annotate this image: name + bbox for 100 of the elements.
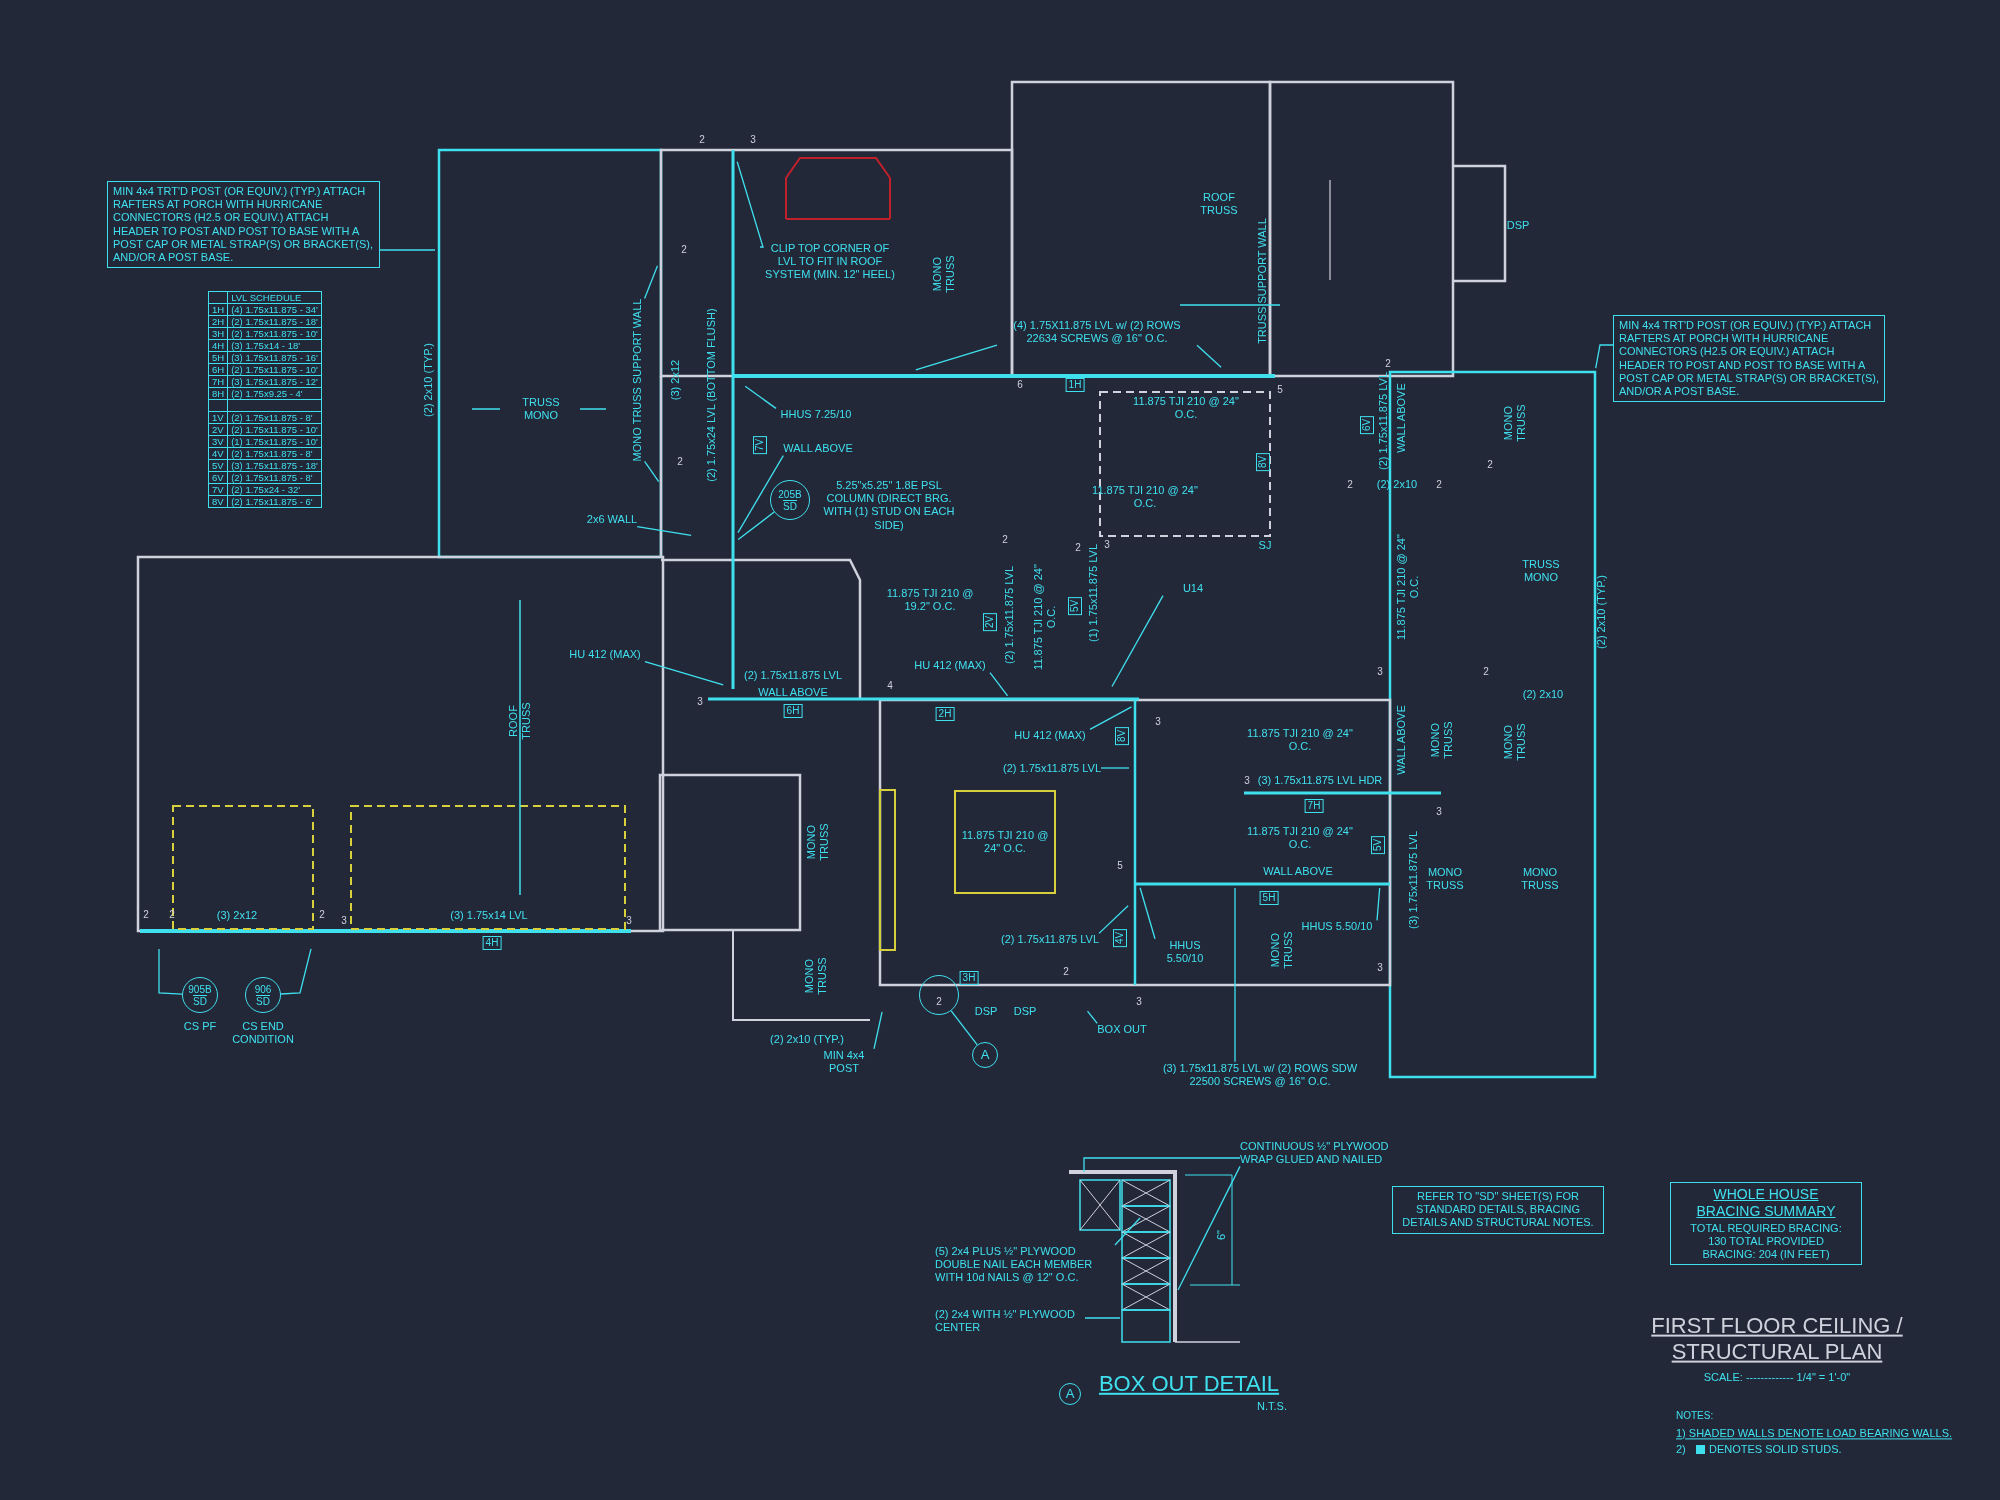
plan-label: (2) 1.75x24 LVL (BOTTOM FLUSH) bbox=[705, 308, 719, 482]
stud-count: 2 bbox=[1487, 459, 1493, 471]
plan-label: 11.875 TJI 210 @ 24" O.C. bbox=[1031, 563, 1058, 672]
callout-text: HU 412 (MAX) bbox=[910, 659, 990, 673]
stud-count: 2 bbox=[169, 909, 175, 921]
leader-line bbox=[737, 454, 784, 534]
table-cell: (2) 1.75x11.875 - 18' bbox=[227, 315, 322, 328]
leader-line bbox=[915, 344, 998, 371]
stud-count: 3 bbox=[341, 915, 347, 927]
tag-text: 906 bbox=[254, 983, 272, 995]
plan-label: DSP bbox=[1013, 1005, 1037, 1019]
leader-line bbox=[1098, 905, 1129, 935]
leader-line bbox=[744, 385, 777, 410]
plan-label: (2) 2x10 (TYP.) bbox=[770, 1033, 844, 1047]
leader-line bbox=[1084, 1317, 1121, 1319]
plan-label: SJ bbox=[1258, 539, 1272, 553]
leader-line bbox=[1177, 1165, 1241, 1291]
plan-label: (2) 1.75x11.875 LVL bbox=[1003, 565, 1017, 665]
tag-text: SD bbox=[783, 499, 797, 512]
note-text: DENOTES SOLID STUDS. bbox=[1709, 1443, 1842, 1457]
stud-count: 2 bbox=[1385, 358, 1391, 370]
callout-text: (3) 1.75x11.875 LVL w/ (2) ROWS SDW 22500 SCREWS @ 16" O.C. bbox=[1150, 1061, 1370, 1089]
stud-count: 5 bbox=[1277, 384, 1283, 396]
leader-line bbox=[643, 460, 660, 483]
stud-count: 4 bbox=[887, 680, 893, 692]
note-text: REFER TO "SD" SHEET(S) FOR STANDARD DETAILS, BRACING DETAILS AND STRUCTURAL NOTES. bbox=[1401, 1190, 1595, 1230]
tag-text: 205B bbox=[778, 488, 802, 500]
table-cell: 4V bbox=[208, 447, 228, 460]
plan-label: MONO TRUSS bbox=[930, 254, 957, 295]
callout-text: WALL ABOVE bbox=[783, 442, 853, 456]
plan-label: 11.875 TJI 210 @ 24" O.C. bbox=[1394, 533, 1421, 642]
stud-count: 3 bbox=[1244, 775, 1250, 787]
plan-title: FIRST FLOOR CEILING / STRUCTURAL PLAN bbox=[1650, 1312, 1904, 1366]
callout-text: MONO TRUSS SUPPORT WALL bbox=[631, 298, 645, 462]
table-cell: 2H bbox=[208, 315, 228, 328]
leader-line bbox=[280, 948, 312, 995]
plan-label: WALL ABOVE bbox=[1395, 383, 1409, 453]
table-cell: LVL SCHEDULE bbox=[227, 291, 322, 304]
tag-caption: 5.25"x5.25" 1.8E PSL COLUMN (DIRECT BRG. WITH (1) STUD ON EACH SIDE) bbox=[822, 478, 956, 532]
beam-tag: 1H bbox=[1065, 378, 1085, 392]
table-cell: (4) 1.75x11.875 - 34' bbox=[227, 303, 322, 316]
note-text: 1) SHADED WALLS DENOTE LOAD BEARING WALLS. bbox=[1676, 1427, 1953, 1441]
stud-count: 3 bbox=[1155, 716, 1161, 728]
plan-label: ROOF TRUSS bbox=[506, 701, 533, 742]
leader-line bbox=[379, 249, 436, 251]
stud-count: 5 bbox=[1117, 860, 1123, 872]
plan-label: TRUSS MONO bbox=[521, 395, 561, 423]
table-cell: (2) 1.75x11.875 - 10' bbox=[227, 423, 322, 436]
plan-label: TRUSS SUPPORT WALL bbox=[1256, 218, 1270, 344]
stud-count: 3 bbox=[1436, 806, 1442, 818]
table-cell: (2) 1.75x9.25 - 4' bbox=[227, 387, 322, 400]
callout-text: HU 412 (MAX) bbox=[565, 648, 645, 662]
plan-label: MONO TRUSS bbox=[1268, 930, 1295, 971]
table-cell: 5H bbox=[208, 351, 228, 364]
summary-box bbox=[1670, 1182, 1862, 1266]
leader-line bbox=[636, 525, 692, 537]
note-text: MIN 4x4 TRT'D POST (OR EQUIV.) (TYP.) ATTACH RAFTERS AT PORCH WITH HURRICANE CONNECTORS (H2.5 OR EQUIV.) ATTACH HEADER TO POST AND POST TO BASE WITH A POST CAP OR METAL STRAP(S) OR BRACKET(S), AND/OR A POST BASE. bbox=[113, 185, 374, 265]
leader-line bbox=[1139, 887, 1156, 940]
stud-count: 2 bbox=[319, 909, 325, 921]
table-cell: 3V bbox=[208, 435, 228, 448]
callout-text: CLIP TOP CORNER OF LVL TO FIT IN ROOF SYSTEM (MIN. 12" HEEL) bbox=[760, 242, 900, 282]
plan-label: 11.875 TJI 210 @ 24" O.C. bbox=[1246, 726, 1354, 754]
note-text: TOTAL REQUIRED BRACING: 130 TOTAL PROVIDED BRACING: 204 (IN FEET) bbox=[1689, 1221, 1843, 1262]
plan-label: 11.875 TJI 210 @ 19.2" O.C. bbox=[885, 586, 975, 614]
stud-count: 2 bbox=[143, 909, 149, 921]
stud-count: 3 bbox=[1377, 666, 1383, 678]
table-cell: 5V bbox=[208, 459, 228, 472]
plan-label: (2) 1.75x11.875 LVL bbox=[1377, 371, 1391, 471]
callout-text: HHUS 7.25/10 bbox=[776, 408, 856, 422]
table-cell: 6V bbox=[208, 471, 228, 484]
table-cell: (3) 1.75x11.875 - 16' bbox=[227, 351, 322, 364]
plan-label: MONO TRUSS bbox=[804, 822, 831, 863]
stud-count: 6 bbox=[1017, 379, 1023, 391]
table-cell: 8V bbox=[208, 495, 228, 508]
plan-label: MONO TRUSS bbox=[1428, 720, 1455, 761]
plan-label: ROOF TRUSS bbox=[1199, 190, 1239, 218]
stud-count: 2 bbox=[1483, 666, 1489, 678]
plan-label: DSP bbox=[1506, 219, 1530, 233]
table-cell: 3H bbox=[208, 327, 228, 340]
plan-label: (3) 1.75x11.875 LVL HDR bbox=[1257, 774, 1383, 788]
leader-line bbox=[1089, 706, 1133, 731]
stud-count: 2 bbox=[1002, 534, 1008, 546]
leader-line bbox=[989, 671, 1009, 697]
note-text: 2) bbox=[1676, 1443, 1686, 1457]
tag-caption: CS PF bbox=[182, 1020, 218, 1034]
stud-count: 2 bbox=[677, 456, 683, 468]
table-cell: (1) 1.75x11.875 - 10' bbox=[227, 435, 322, 448]
callout-text: (5) 2x4 PLUS ½" PLYWOOD DOUBLE NAIL EACH MEMBER WITH 10d NAILS @ 12" O.C. bbox=[935, 1245, 1115, 1285]
callout-text: CONTINUOUS ½" PLYWOOD WRAP GLUED AND NAILED bbox=[1240, 1140, 1400, 1167]
leader-line bbox=[873, 1011, 883, 1050]
beam-tag: 6H bbox=[783, 704, 803, 718]
plan-label: TRUSS MONO bbox=[1521, 557, 1561, 585]
plan-label: (2) 2x10 (TYP.) bbox=[1595, 575, 1609, 649]
plan-label: 6" bbox=[1215, 1230, 1229, 1240]
plan-label: (3) 1.75x14 LVL bbox=[450, 909, 528, 923]
callout-text: (2) 1.75x11.875 LVL bbox=[1000, 933, 1100, 947]
leader-line bbox=[1083, 1157, 1241, 1173]
callout-text: U14 bbox=[1163, 582, 1223, 596]
note-text: MIN 4x4 TRT'D POST (OR EQUIV.) (TYP.) ATTACH RAFTERS AT PORCH WITH HURRICANE CONNECTORS (H2.5 OR EQUIV.) ATTACH HEADER TO POST AND POST TO BASE WITH A POST CAP OR METAL STRAP(S) OR BRACKET(S), AND/OR A POST BASE. bbox=[1619, 319, 1879, 399]
leader-line bbox=[1196, 344, 1222, 368]
